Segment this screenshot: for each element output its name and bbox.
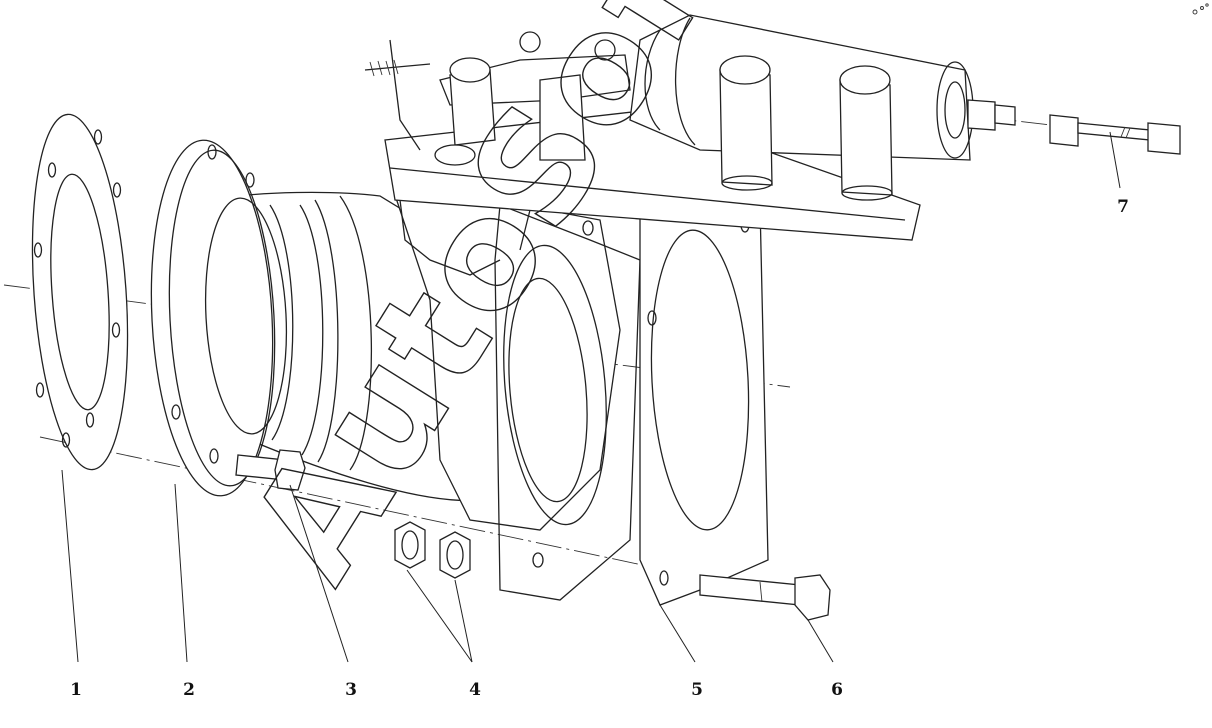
leader-1 (61, 469, 79, 663)
gasket-part-1 (31, 113, 129, 471)
bolt-part-6 (699, 574, 831, 621)
leader-2 (174, 483, 188, 663)
callout-1: 1 (70, 680, 82, 700)
leader-lines (61, 131, 1121, 663)
actuator-assembly (364, 14, 974, 251)
callout-4: 4 (469, 680, 481, 700)
callout-7: 7 (1117, 197, 1129, 217)
leader-4a (406, 569, 473, 663)
corner-mark (1192, 3, 1209, 15)
bolt-part-3 (235, 449, 306, 491)
callout-labels: 1 2 3 4 5 6 7 (70, 197, 1129, 700)
callout-6: 6 (831, 680, 843, 700)
leader-6 (807, 619, 834, 663)
leader-4b (454, 579, 473, 663)
callout-2: 2 (183, 680, 195, 700)
bolt-axis-line (39, 436, 761, 591)
callout-3: 3 (345, 680, 357, 700)
nuts-part-4 (394, 521, 471, 579)
callout-5: 5 (691, 680, 703, 700)
gasket-part-5 (639, 204, 769, 606)
leader-3 (289, 484, 349, 663)
leader-7 (1109, 131, 1121, 189)
connector-part-7 (967, 99, 1181, 155)
leader-5 (659, 604, 696, 663)
